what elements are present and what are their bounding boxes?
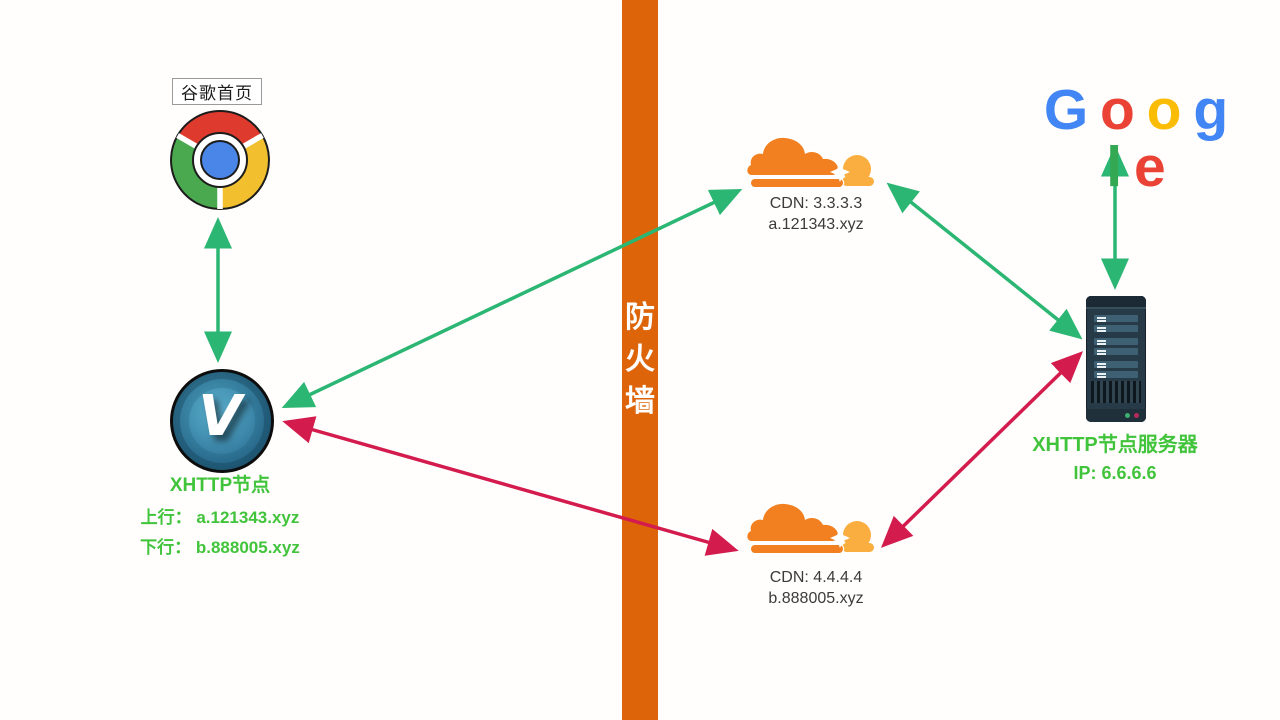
arrow-client-cdn-bottom	[282, 416, 739, 556]
client-labels: XHTTP节点 上行： a.121343.xyz 下行： b.888005.xy…	[110, 470, 330, 563]
server-led-red	[1134, 413, 1139, 418]
cloudflare-icon-bottom	[745, 500, 881, 558]
google-letter: g	[1193, 78, 1228, 142]
cdn-top-ip: CDN: 3.3.3.3	[769, 195, 863, 212]
google-letter: o	[1100, 78, 1135, 142]
cdn-top-domain: a.121343.xyz	[768, 215, 864, 233]
google-letter: l	[1106, 135, 1122, 199]
firewall-label: 火	[625, 343, 655, 376]
arrow-client-cdn-top	[281, 188, 743, 409]
server-ip: IP: 6.6.6.6	[1073, 463, 1157, 483]
firewall-label: 防	[625, 301, 655, 334]
v2ray-icon: V	[170, 369, 274, 473]
server-led-green	[1125, 413, 1130, 418]
google-letter: G	[1043, 78, 1088, 142]
firewall-bar: 防 火 墙	[622, 0, 658, 720]
firewall-label: 墙	[625, 385, 655, 418]
server-drive-bays	[1094, 315, 1138, 381]
cdn-top-labels: CDN: 3.3.3.3 a.121343.xyz	[726, 194, 906, 236]
server-bottom-cap	[1086, 409, 1146, 422]
google-letter: o	[1146, 78, 1182, 142]
server-labels: XHTTP节点服务器 IP: 6.6.6.6	[1025, 428, 1205, 484]
client-downlink: 下行： b.888005.xyz	[140, 538, 300, 557]
client-title: XHTTP节点	[169, 475, 271, 496]
arrow-cdn-top-server	[886, 182, 1083, 340]
cloudflare-icon-top	[745, 134, 881, 192]
cdn-bottom-labels: CDN: 4.4.4.4 b.888005.xyz	[726, 568, 906, 610]
chrome-icon	[168, 108, 272, 212]
cdn-bottom-ip: CDN: 4.4.4.4	[769, 569, 863, 586]
server-title: XHTTP节点服务器	[1032, 434, 1198, 456]
client-uplink: 上行： a.121343.xyz	[140, 508, 300, 527]
v2ray-v-glyph: V	[198, 384, 242, 449]
browser-caption: 谷歌首页	[172, 78, 262, 105]
google-logo: G o o g l e	[1035, 82, 1235, 196]
cdn-bottom-domain: b.888005.xyz	[768, 589, 864, 607]
server-vent-grille	[1091, 381, 1141, 403]
server-top-cap	[1086, 296, 1146, 309]
server-icon	[1086, 296, 1146, 422]
google-letter: e	[1133, 135, 1166, 199]
